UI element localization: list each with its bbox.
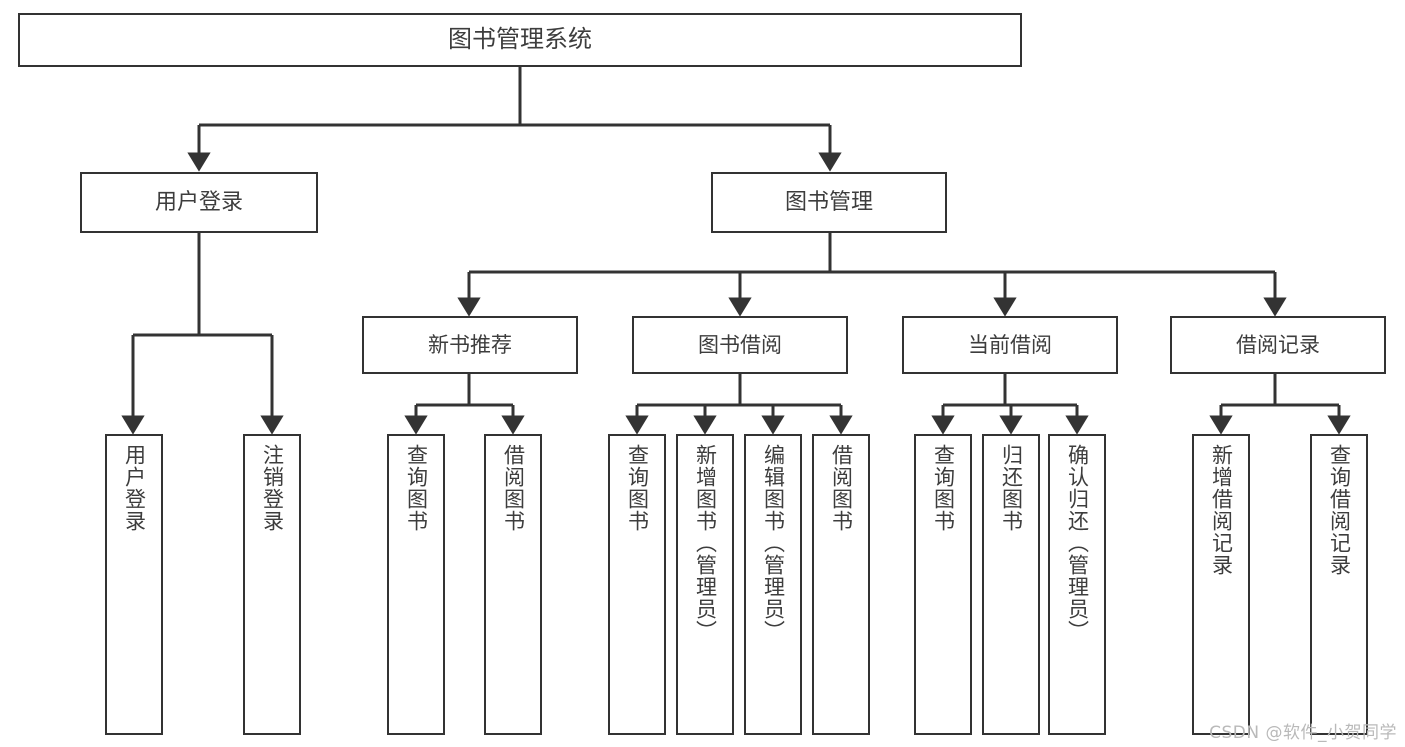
node-leaf-confirm-return[interactable]: 确认归还（管理员）	[1048, 434, 1106, 735]
node-leaf-query-book-1[interactable]: 查询图书	[387, 434, 445, 735]
node-leaf-query-book-2-label: 查询图书	[625, 444, 650, 532]
node-borrow-record-label: 借阅记录	[1236, 332, 1320, 357]
node-user-login-label: 用户登录	[154, 189, 243, 215]
node-new-book-recommend-label: 新书推荐	[428, 332, 512, 357]
node-leaf-return-book-label: 归还图书	[999, 444, 1024, 532]
node-leaf-return-book[interactable]: 归还图书	[982, 434, 1040, 735]
node-leaf-edit-book-label: 编辑图书（管理员）	[761, 444, 786, 642]
node-leaf-confirm-return-label: 确认归还（管理员）	[1065, 444, 1090, 642]
node-book-management-label: 图书管理	[784, 189, 873, 215]
node-leaf-add-record-label: 新增借阅记录	[1209, 444, 1234, 576]
node-leaf-logout-label: 注销登录	[260, 444, 285, 532]
node-leaf-borrow-book-2[interactable]: 借阅图书	[812, 434, 870, 735]
node-leaf-query-record[interactable]: 查询借阅记录	[1310, 434, 1368, 735]
node-leaf-query-book-2[interactable]: 查询图书	[608, 434, 666, 735]
csdn-watermark: CSDN @软件_小贺同学	[1209, 723, 1397, 743]
node-leaf-borrow-book-2-label: 借阅图书	[829, 444, 854, 532]
node-new-book-recommend[interactable]: 新书推荐	[362, 316, 578, 374]
node-book-borrow-label: 图书借阅	[698, 332, 782, 357]
node-borrow-record[interactable]: 借阅记录	[1170, 316, 1386, 374]
node-leaf-add-record[interactable]: 新增借阅记录	[1192, 434, 1250, 735]
node-book-management[interactable]: 图书管理	[711, 172, 947, 233]
node-leaf-borrow-book-1[interactable]: 借阅图书	[484, 434, 542, 735]
node-leaf-add-book-label: 新增图书（管理员）	[693, 444, 718, 642]
node-root[interactable]: 图书管理系统	[18, 13, 1022, 67]
node-book-borrow[interactable]: 图书借阅	[632, 316, 848, 374]
node-leaf-add-book[interactable]: 新增图书（管理员）	[676, 434, 734, 735]
node-user-login[interactable]: 用户登录	[80, 172, 318, 233]
node-leaf-query-record-label: 查询借阅记录	[1327, 444, 1352, 576]
node-leaf-query-book-3-label: 查询图书	[931, 444, 956, 532]
node-root-label: 图书管理系统	[448, 25, 592, 54]
node-leaf-user-login-label: 用户登录	[122, 444, 147, 532]
node-leaf-user-login[interactable]: 用户登录	[105, 434, 163, 735]
node-leaf-query-book-3[interactable]: 查询图书	[914, 434, 972, 735]
node-leaf-borrow-book-1-label: 借阅图书	[501, 444, 526, 532]
node-leaf-query-book-1-label: 查询图书	[404, 444, 429, 532]
node-leaf-logout[interactable]: 注销登录	[243, 434, 301, 735]
node-current-borrow-label: 当前借阅	[968, 332, 1052, 357]
node-current-borrow[interactable]: 当前借阅	[902, 316, 1118, 374]
node-leaf-edit-book[interactable]: 编辑图书（管理员）	[744, 434, 802, 735]
